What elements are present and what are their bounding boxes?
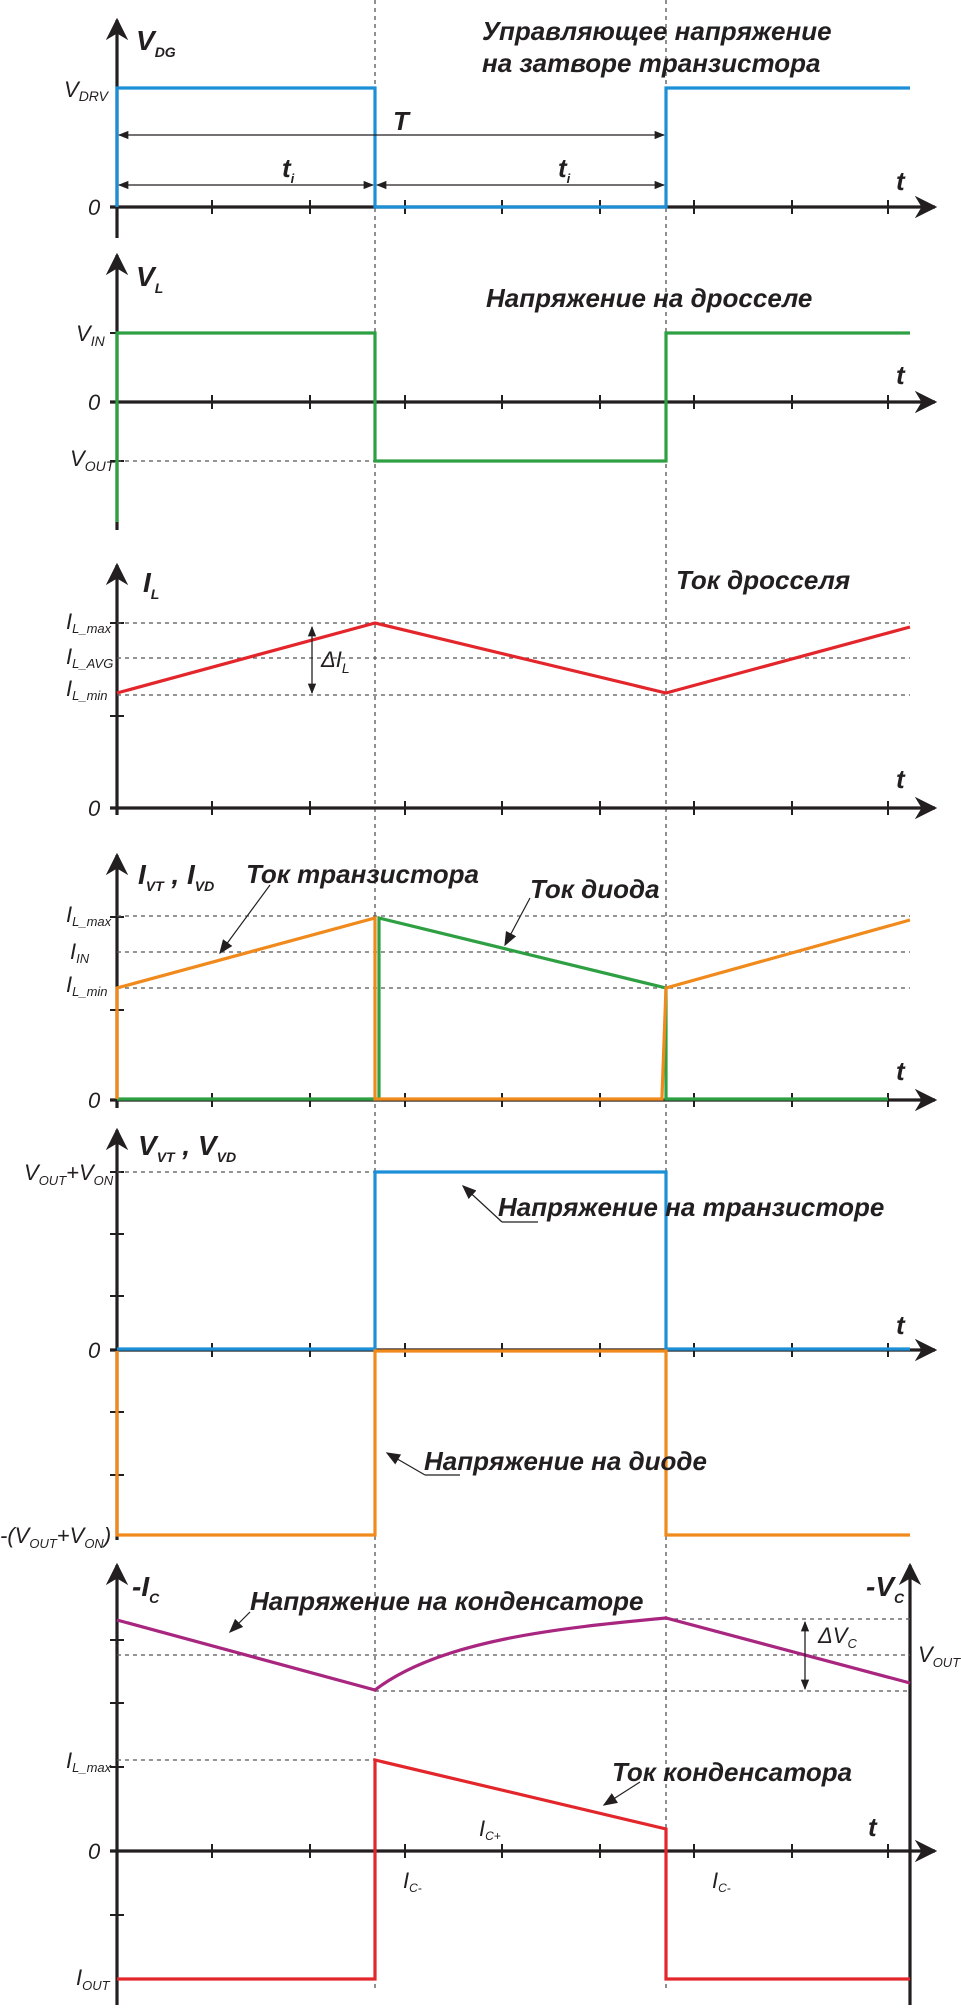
p5-transistor-leader-diag bbox=[461, 1185, 503, 1223]
panel-inductor-current: IL Ток дросселя IL_max IL_AVG IL_min 0 Δ… bbox=[66, 562, 938, 821]
p3-level-avg: IL_AVG bbox=[66, 644, 113, 671]
p6-vout-label: VOUT bbox=[918, 1642, 961, 1670]
p5-level-zero: 0 bbox=[88, 1338, 101, 1363]
p1-title-line1: Управляющее напряжение bbox=[482, 16, 832, 46]
p4-ticks bbox=[110, 916, 889, 1107]
p5-diode-label: Напряжение на диоде bbox=[424, 1446, 707, 1476]
p6-right-axis-label: -VC bbox=[866, 1571, 905, 1606]
p2-level-zero: 0 bbox=[88, 390, 101, 415]
p5-axis-label: VVT , VVD bbox=[138, 1130, 236, 1165]
p6-capacitor-current-waveform bbox=[117, 1757, 910, 1981]
p4-axis-label: IVT , IVD bbox=[138, 859, 214, 894]
p4-level-zero: 0 bbox=[88, 1088, 101, 1113]
p2-ticks bbox=[110, 332, 889, 462]
p4-transistor-leader bbox=[219, 884, 271, 955]
p3-inductor-current-waveform bbox=[116, 621, 911, 695]
p6-ic-plus-label: IC+ bbox=[479, 1816, 501, 1843]
panel-transistor-diode-current: IVT , IVD Ток транзистора Ток диода IL_m… bbox=[66, 852, 938, 1113]
panel-inductor-voltage: VL Напряжение на дросселе VIN 0 VOUT t bbox=[70, 252, 938, 530]
p1-level-zero: 0 bbox=[88, 195, 101, 220]
p2-title: Напряжение на дросселе bbox=[486, 283, 812, 313]
p1-gate-waveform bbox=[115, 86, 910, 209]
p4-t-label: t bbox=[896, 1056, 906, 1086]
p3-delta-label: ΔIL bbox=[320, 647, 350, 676]
p3-level-min: IL_min bbox=[66, 676, 108, 703]
p6-t-label: t bbox=[868, 1812, 878, 1842]
p6-voltage-leader bbox=[228, 1611, 251, 1634]
panel-gate-voltage: VDG Управляющее напряжение на затворе тр… bbox=[64, 16, 938, 238]
p4-transistor-label: Ток транзистора bbox=[246, 859, 479, 889]
panel-transistor-diode-voltage: VVT , VVD VOUT+VON 0 -(VOUT+VON) Напряже… bbox=[0, 1127, 938, 1551]
p5-level-top: VOUT+VON bbox=[24, 1160, 114, 1188]
p4-transistor-current-waveform bbox=[115, 915, 911, 1101]
p5-diode-voltage-waveform bbox=[115, 1349, 910, 1537]
p1-axis-label: VDG bbox=[136, 25, 176, 60]
p6-current-label: Ток конденсатора bbox=[612, 1757, 852, 1787]
p1-t-label: t bbox=[896, 166, 906, 196]
p3-level-zero: 0 bbox=[88, 796, 101, 821]
p1-title-line2: на затворе транзистора bbox=[482, 48, 821, 78]
p4-level-max: IL_max bbox=[66, 902, 112, 929]
p5-transistor-voltage-waveform bbox=[117, 1170, 910, 1351]
p6-ic-minus-label-2: IC- bbox=[712, 1868, 731, 1895]
p6-voltage-label: Напряжение на конденсаторе bbox=[250, 1586, 644, 1616]
p6-level-ilmax: IL_max bbox=[66, 1748, 112, 1775]
p3-axis-label: IL bbox=[143, 567, 159, 602]
p1-ton-label: ti bbox=[282, 153, 295, 186]
p5-transistor-label: Напряжение на транзисторе bbox=[498, 1192, 884, 1222]
p4-diode-label: Ток диода bbox=[530, 874, 660, 904]
p4-level-min: IL_min bbox=[66, 972, 108, 999]
p2-t-label: t bbox=[896, 360, 906, 390]
p5-level-bottom: -(VOUT+VON) bbox=[0, 1523, 111, 1551]
p6-capacitor-voltage-waveform bbox=[116, 1616, 911, 1692]
p3-t-label: t bbox=[896, 764, 906, 794]
p6-left-axis-label: -IC bbox=[132, 1571, 160, 1606]
p6-ticks bbox=[110, 1639, 889, 1916]
p6-ic-minus-label-1: IC- bbox=[403, 1868, 422, 1895]
p5-t-label: t bbox=[896, 1310, 906, 1340]
p1-period-label: T bbox=[393, 106, 411, 136]
p2-axis-label: VL bbox=[136, 261, 163, 296]
p2-level-vout: VOUT bbox=[70, 446, 116, 474]
p3-title: Ток дросселя bbox=[676, 565, 850, 595]
p4-level-in: IIN bbox=[70, 939, 90, 966]
p1-level-vdrv: VDRV bbox=[64, 77, 110, 104]
p2-level-vin: VIN bbox=[76, 321, 106, 349]
p6-current-leader bbox=[602, 1781, 641, 1806]
p2-inductor-voltage-waveform bbox=[115, 331, 910, 522]
p6-level-iout: IOUT bbox=[76, 1965, 111, 1993]
panel-capacitor: -IC -VC Напряжение на конденсаторе Ток к… bbox=[66, 1562, 961, 2005]
p1-toff-label: ti bbox=[558, 153, 571, 186]
p3-level-max: IL_max bbox=[66, 609, 112, 636]
p4-diode-leader bbox=[504, 897, 531, 947]
p4-diode-current-waveform bbox=[117, 915, 888, 1101]
p5-diode-leader-diag bbox=[385, 1452, 426, 1476]
p6-delta-vc-label: ΔVC bbox=[817, 1623, 857, 1651]
p6-level-zero: 0 bbox=[88, 1839, 101, 1864]
